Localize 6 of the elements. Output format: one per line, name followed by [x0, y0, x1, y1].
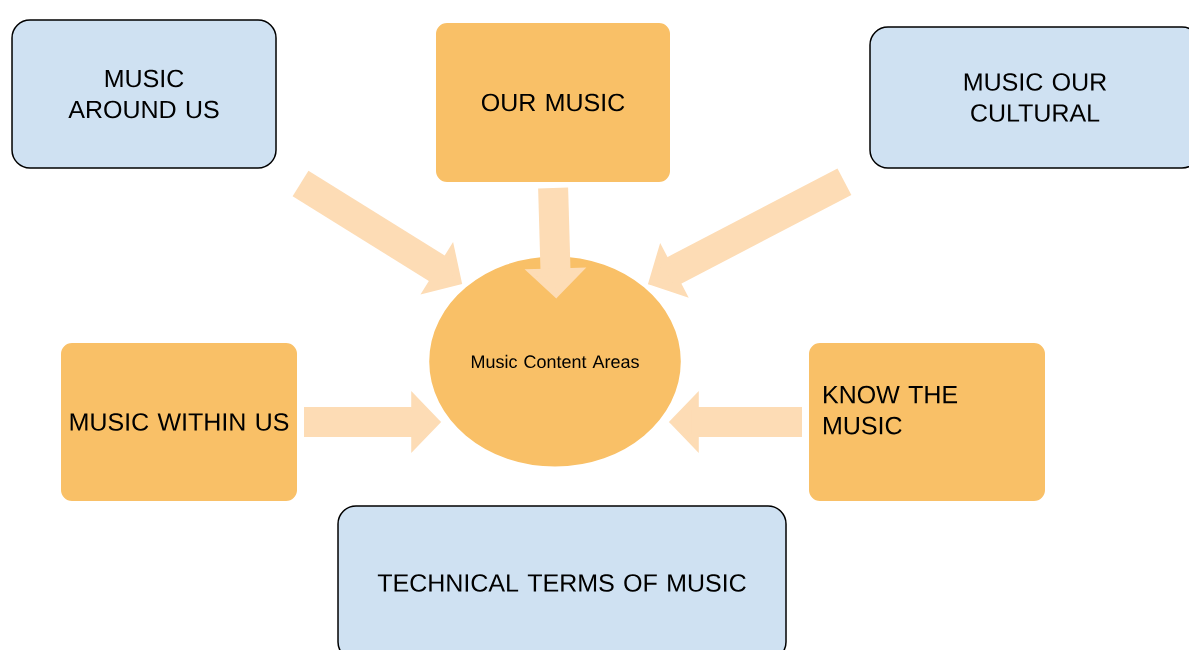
rounded-box: MUSIC OUR CULTURAL [869, 26, 1189, 169]
rounded-box: TECHNICAL TERMS OF MUSIC [337, 505, 787, 650]
rounded-box: MUSIC AROUND US [11, 19, 277, 169]
rounded-box: OUR MUSIC [434, 21, 672, 184]
rounded-box: MUSIC WITHIN US [59, 341, 299, 503]
rounded-box: KNOW THE MUSIC [807, 341, 1047, 503]
